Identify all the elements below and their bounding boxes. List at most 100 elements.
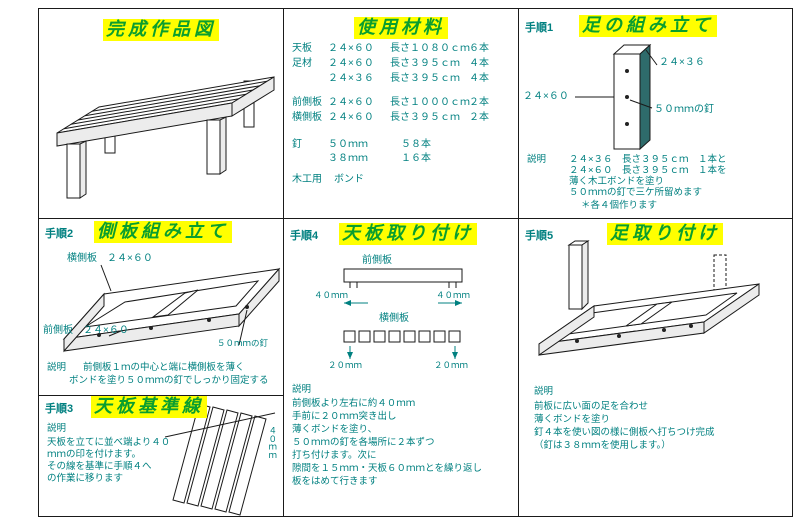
grid-line-bottom xyxy=(38,516,793,517)
material-cell: ２４×３６ xyxy=(328,73,374,84)
description-label: 説明 xyxy=(527,154,547,165)
description-label: 説明 xyxy=(47,362,67,373)
material-cell: ３８ｍｍ xyxy=(328,153,368,164)
description-label: 説明 xyxy=(47,423,67,434)
material-cell: 天板 xyxy=(292,43,312,54)
material-cell: １６本 xyxy=(401,153,431,164)
grid-line-top xyxy=(38,8,793,9)
grid-divider-horizontal-1 xyxy=(38,218,793,219)
materials-title-row: 使用材料 xyxy=(284,17,518,39)
material-cell: ４本 xyxy=(469,73,489,84)
description-line: 前側板より左右に約４０ｍｍ xyxy=(292,398,416,409)
description-line: 前板に広い面の足を合わせ xyxy=(534,401,649,412)
material-cell: ５８本 xyxy=(401,139,431,150)
label-front-board: 前側板 xyxy=(362,255,392,266)
step3-title: 天板基準線 xyxy=(91,396,207,418)
nail-dot xyxy=(625,69,629,73)
step1-number: 手順1 xyxy=(525,22,554,34)
description-line: ５０ｍｍの釘を各場所に２本ずつ xyxy=(292,437,435,448)
material-cell: 足材 xyxy=(292,58,312,69)
material-cell: ２４×６０ xyxy=(328,43,374,54)
step4-title: 天板取り付け xyxy=(339,223,477,245)
material-cell: ２４×６０ xyxy=(328,97,374,108)
panel-materials: 使用材料 天板 ２４×６０ 長さ１０８０ｃｍ ６本 足材 ２４×６０ 長さ３９５… xyxy=(284,9,518,218)
label-side-board: 横側板 ２４×６０ xyxy=(67,253,153,264)
description-line: ２４×６０ 長さ３９５ｃｍ １本を xyxy=(569,165,727,176)
dimension-40mm-left: ４０ｍｍ xyxy=(314,290,349,300)
material-cell: ２４×６０ xyxy=(328,58,374,69)
nail-dot xyxy=(625,95,629,99)
panel-step4-top-attachment: 手順4 天板取り付け 前側板 ４０ｍｍ ４０ｍｍ 横側板 ２０ｍｍ ２０ｍｍ 説… xyxy=(284,219,518,517)
grid-divider-vertical-2 xyxy=(518,8,519,517)
nail-dot xyxy=(207,318,211,322)
top-attachment-drawing xyxy=(343,268,463,359)
description-line: 打ち付けます。次に xyxy=(292,450,377,461)
dimension-20mm-left: ２０ｍｍ xyxy=(328,360,363,370)
nail-dot xyxy=(575,339,579,343)
description-note: ＊各４個作ります xyxy=(581,200,658,211)
step1-title-row: 足の組み立て xyxy=(579,15,717,37)
bench-illustration xyxy=(56,76,275,199)
dimension-20mm-right: ２０ｍｍ xyxy=(434,360,469,370)
grid-divider-vertical-1 xyxy=(283,8,284,517)
material-cell: 長さ３９５ｃｍ xyxy=(390,73,460,84)
panel-step1-leg-assembly: 手順1 足の組み立て ２４×３６ ２４×６０ ５０ｍｍの釘 説明 ２４×３６ 長… xyxy=(519,9,793,218)
step3-title-row: 天板基準線 xyxy=(91,396,207,418)
nail-dot xyxy=(689,324,693,328)
description-line: 隙間を１５ｍｍ・天板６０ｍｍとを繰り返し xyxy=(292,463,483,474)
material-cell: 木工用 xyxy=(292,174,322,185)
panel-step3-reference-line: 手順3 天板基準線 ４０ｍｍ 説明 天板を立てに並べ端より４０ ｍｍの印を付けま… xyxy=(39,396,283,516)
nail-dot xyxy=(625,122,629,126)
material-cell: 長さ３９５ｃｍ xyxy=(390,58,460,69)
finished-title-row: 完成作品図 xyxy=(39,19,283,41)
step1-title: 足の組み立て xyxy=(579,15,717,37)
description-line: ボンドを塗り５０ｍｍの釘でしっかり固定する xyxy=(69,375,269,386)
material-cell: ２４×６０ xyxy=(328,112,374,123)
step4-title-row: 天板取り付け xyxy=(339,223,477,245)
grid-line-left xyxy=(38,8,39,517)
step2-number: 手順2 xyxy=(45,228,74,240)
step2-title: 側板組み立て xyxy=(94,221,232,243)
step5-number: 手順5 xyxy=(525,230,554,242)
material-cell: ６本 xyxy=(469,43,489,54)
material-cell: ２本 xyxy=(469,97,489,108)
description-line: 前側板１ｍの中心と端に横側板を薄く xyxy=(83,362,245,373)
material-cell: 長さ１０８０ｃｍ xyxy=(390,43,470,54)
grid-divider-horizontal-2 xyxy=(38,395,284,396)
material-cell: ２本 xyxy=(469,112,489,123)
step4-number: 手順4 xyxy=(290,230,319,242)
label-board-24x60: ２４×６０ xyxy=(523,91,569,102)
description-line: の作業に移ります xyxy=(47,473,124,484)
material-cell: ボンド xyxy=(334,174,364,185)
step2-title-row: 側板組み立て xyxy=(94,221,232,243)
side-frame-drawing xyxy=(62,264,281,353)
description-label: 説明 xyxy=(292,384,312,395)
step5-title: 足取り付け xyxy=(607,223,723,245)
dimension-40mm-right: ４０ｍｍ xyxy=(436,290,471,300)
description-line: ２４×３６ 長さ３９５ｃｍ １本と xyxy=(569,154,727,165)
leg-board-drawing xyxy=(575,43,658,151)
step3-number: 手順3 xyxy=(45,403,74,415)
material-cell: 長さ１０００ｃｍ xyxy=(390,97,470,108)
label-side-board: 横側板 xyxy=(379,313,409,324)
material-cell: 前側板 xyxy=(292,97,322,108)
description-label: 説明 xyxy=(534,386,554,397)
nail-dot xyxy=(662,328,666,332)
material-cell: ５０ｍｍ xyxy=(328,139,368,150)
description-line: 薄くボンドを塗り xyxy=(534,414,611,425)
nail-dot xyxy=(149,326,153,330)
label-board-24x36: ２４×３６ xyxy=(659,57,705,68)
material-cell: ４本 xyxy=(469,58,489,69)
panel-step2-side-assembly: 手順2 側板組み立て 横側板 ２４×６０ 前側板 ２４×６０ ５０ｍｍの釘 説明… xyxy=(39,219,283,395)
description-line: ｍｍの印を付けます。 xyxy=(47,449,142,460)
leg-attachment-drawing xyxy=(538,240,760,356)
label-front-board: 前側板 ２４×６０ xyxy=(43,325,129,336)
grid-line-right xyxy=(792,8,793,517)
nail-dot xyxy=(617,334,621,338)
description-line: ５０ｍｍの釘で三ケ所留めます xyxy=(569,187,703,198)
panel-step5-leg-attachment: 手順5 足取り付け 説明 前板に広い面の足を合わせ 薄くボンドを塗り 釘４本を使… xyxy=(519,219,793,517)
label-40mm-dimension: ４０ｍｍ xyxy=(267,426,278,460)
step5-title-row: 足取り付け xyxy=(607,223,723,245)
nail-dot xyxy=(245,305,249,309)
